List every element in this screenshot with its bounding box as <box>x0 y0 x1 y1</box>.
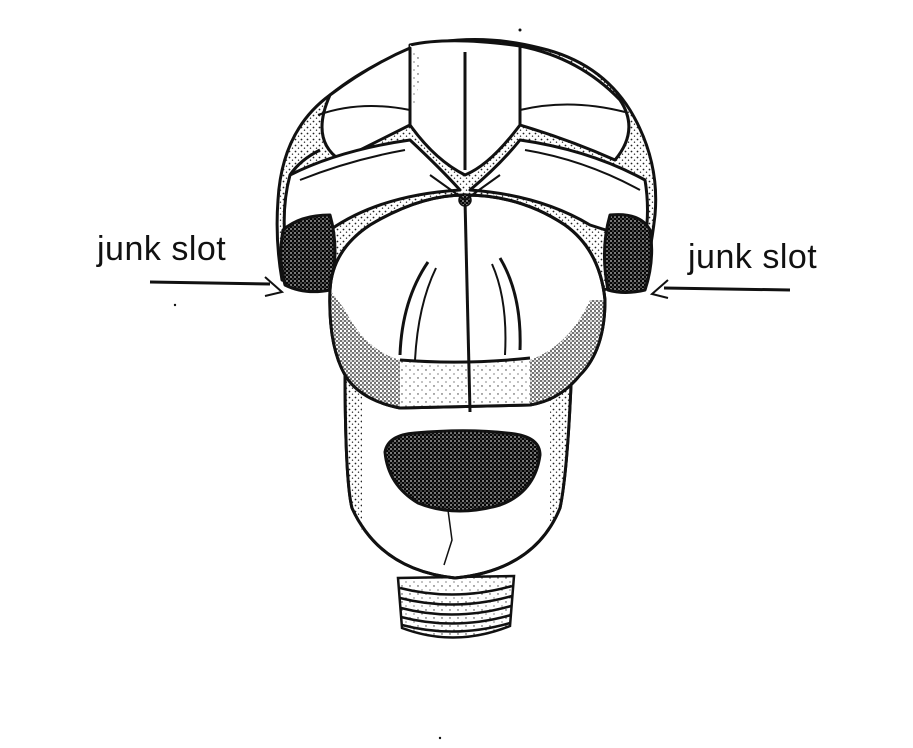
junk-slot-right <box>602 213 654 294</box>
scan-speck <box>438 736 442 740</box>
junk-slot-label-left: junk slot <box>97 230 227 268</box>
leader-line-left <box>149 280 271 286</box>
threaded-pin <box>396 574 516 639</box>
scan-speck <box>518 28 522 32</box>
leader-line-right <box>663 286 791 292</box>
junk-slot-left <box>279 213 337 294</box>
scan-speck <box>173 303 177 307</box>
cutting-head <box>275 38 658 413</box>
leader-lines <box>149 276 791 299</box>
junk-slot-label-right: junk slot <box>688 238 818 276</box>
bit-body <box>343 358 574 580</box>
